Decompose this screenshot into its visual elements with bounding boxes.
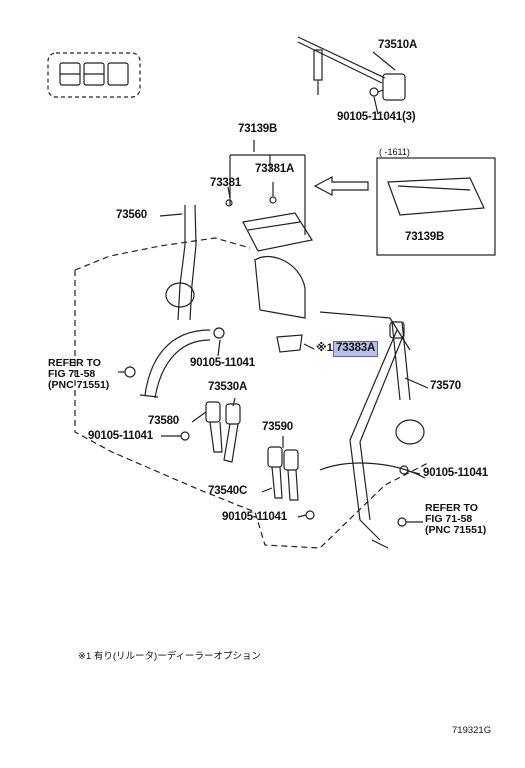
part-label-73530A: 73530A	[208, 381, 248, 393]
left-arrow-icon	[313, 176, 369, 196]
refer-note-right[interactable]: REFER TO FIG 71-58 (PNC 71551)	[425, 503, 486, 536]
part-label-90105-11041-c: 90105-11041	[222, 511, 287, 523]
inset-range: ( -1611)	[379, 147, 410, 157]
part-label-73383A-highlighted[interactable]: 73383A	[333, 341, 379, 357]
refer-note-right-line-2: FIG 71-58	[425, 513, 473, 525]
vehicle-view-icon	[47, 52, 141, 98]
part-label-73590: 73590	[262, 421, 293, 433]
part-label-90105-11041-3: 90105-11041(3)	[337, 111, 416, 123]
refer-note-left[interactable]: REFER TO FIG 71-58 (PNC 71551)	[48, 358, 109, 391]
refer-note-left-line-1: REFER TO	[48, 357, 101, 369]
part-label-90105-11041-d: 90105-11041	[423, 467, 488, 479]
cover-73383A	[276, 334, 303, 353]
part-label-73139B: 73139B	[238, 123, 278, 135]
part-label-90105-11041-a: 90105-11041	[190, 357, 255, 369]
part-label-73381: 73381	[210, 177, 241, 189]
inset-part-label-73139B: 73139B	[405, 231, 445, 243]
figure-id: 719321G	[452, 725, 492, 736]
part-label-73381A: 73381A	[255, 163, 295, 175]
right-seatbelt-73570	[349, 321, 425, 549]
refer-note-left-line-2: FIG 71-58	[48, 368, 96, 380]
buckle-73590	[267, 446, 315, 520]
buckle-73530A	[223, 403, 241, 463]
part-label-90105-11041-b: 90105-11041	[88, 430, 153, 442]
part-label-73570: 73570	[430, 380, 461, 392]
seatbelt-rail-73510A	[297, 36, 406, 101]
footnote: ※1 有り(リルータ)ーディーラーオプション	[78, 651, 262, 662]
buckle-73580	[180, 401, 223, 453]
inset-box	[376, 157, 496, 256]
part-label-73540C: 73540C	[208, 485, 248, 497]
refer-note-right-line-1: REFER TO	[425, 502, 478, 514]
refer-note-right-line-3: (PNC 71551)	[425, 524, 487, 536]
buckle-bracket-73139B	[225, 196, 313, 252]
left-seatbelt-73560	[139, 204, 225, 399]
part-label-73560: 73560	[116, 209, 147, 221]
refer-note-left-line-3: (PNC 71551)	[48, 379, 110, 391]
option-marker: ※1	[316, 342, 333, 354]
part-label-73580: 73580	[148, 415, 179, 427]
part-label-73510A: 73510A	[378, 39, 418, 51]
